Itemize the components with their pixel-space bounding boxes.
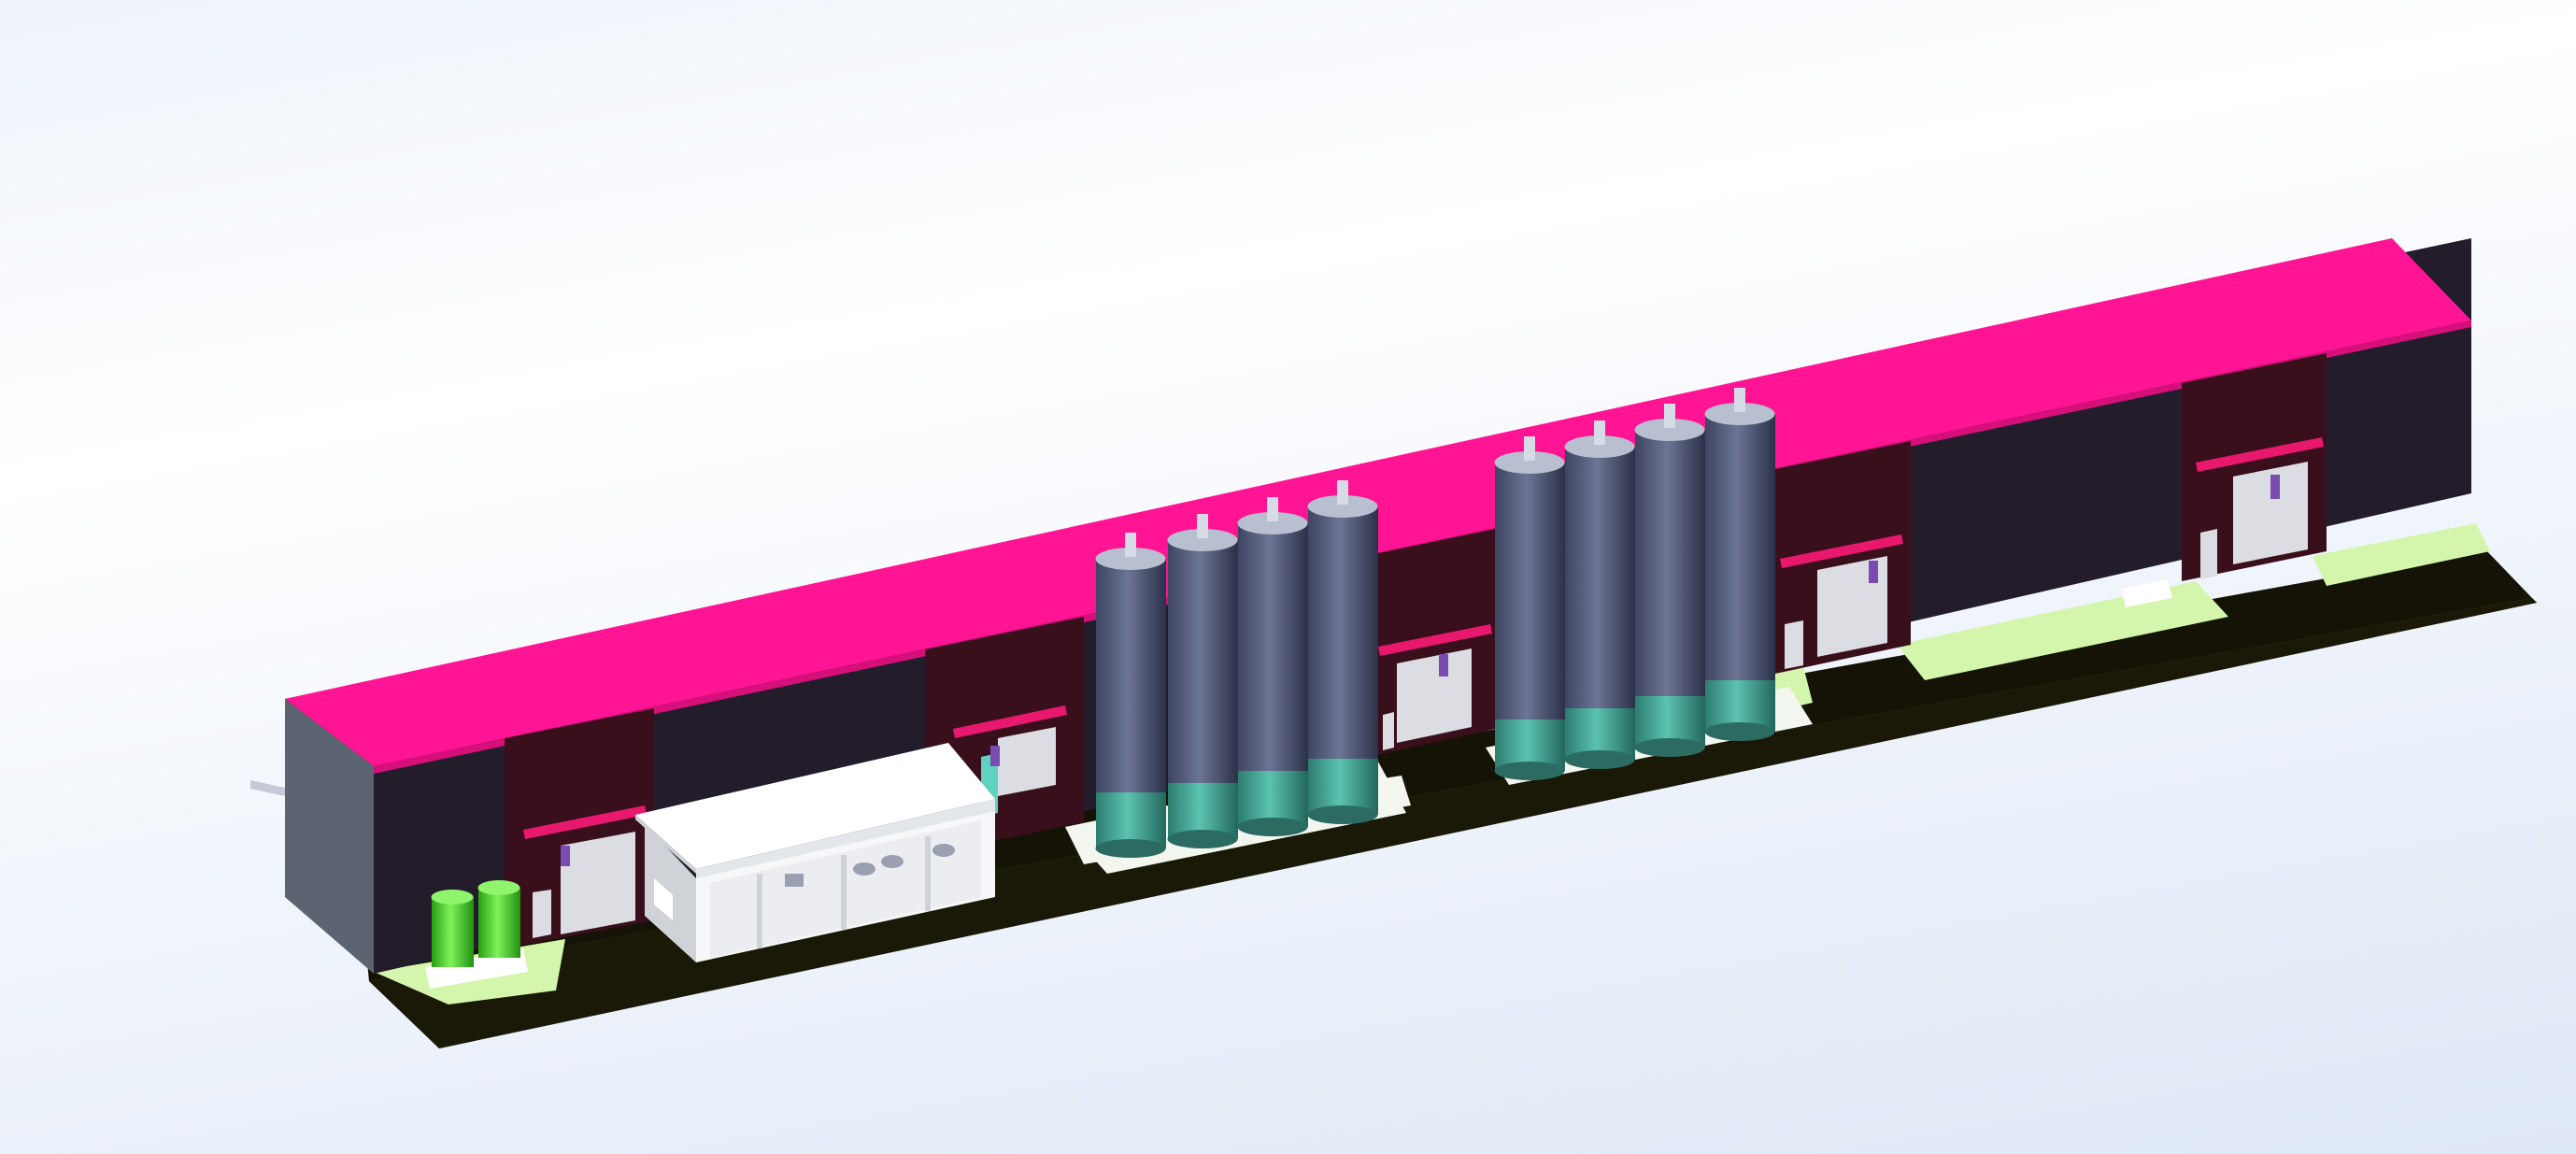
silo	[1634, 404, 1705, 757]
floor-front	[369, 598, 2537, 1048]
canopy-structure	[635, 743, 995, 962]
bay-door-3	[1378, 624, 1492, 750]
green-tank-group	[425, 880, 528, 989]
building-end-wall	[285, 699, 374, 974]
silo	[1564, 420, 1635, 769]
silo	[1095, 533, 1166, 858]
green-tank	[477, 880, 520, 958]
bay-door-5	[2196, 437, 2324, 579]
silo	[1237, 497, 1308, 836]
silo	[1307, 480, 1378, 824]
floor-pad	[2313, 523, 2490, 586]
bay-door-2	[953, 705, 1067, 817]
silo	[1704, 388, 1775, 741]
bay-door-4	[1780, 534, 1903, 669]
silo-group-left	[1095, 480, 1378, 858]
silo-group-right	[1494, 388, 1775, 780]
building-roof	[285, 238, 2471, 766]
floor-plate	[2121, 579, 2172, 607]
silo	[1167, 514, 1238, 848]
silo	[1494, 436, 1565, 780]
green-tank	[431, 890, 474, 967]
bay-door-1	[523, 805, 647, 938]
floor-pad	[1897, 581, 2228, 680]
pipe	[250, 780, 285, 796]
